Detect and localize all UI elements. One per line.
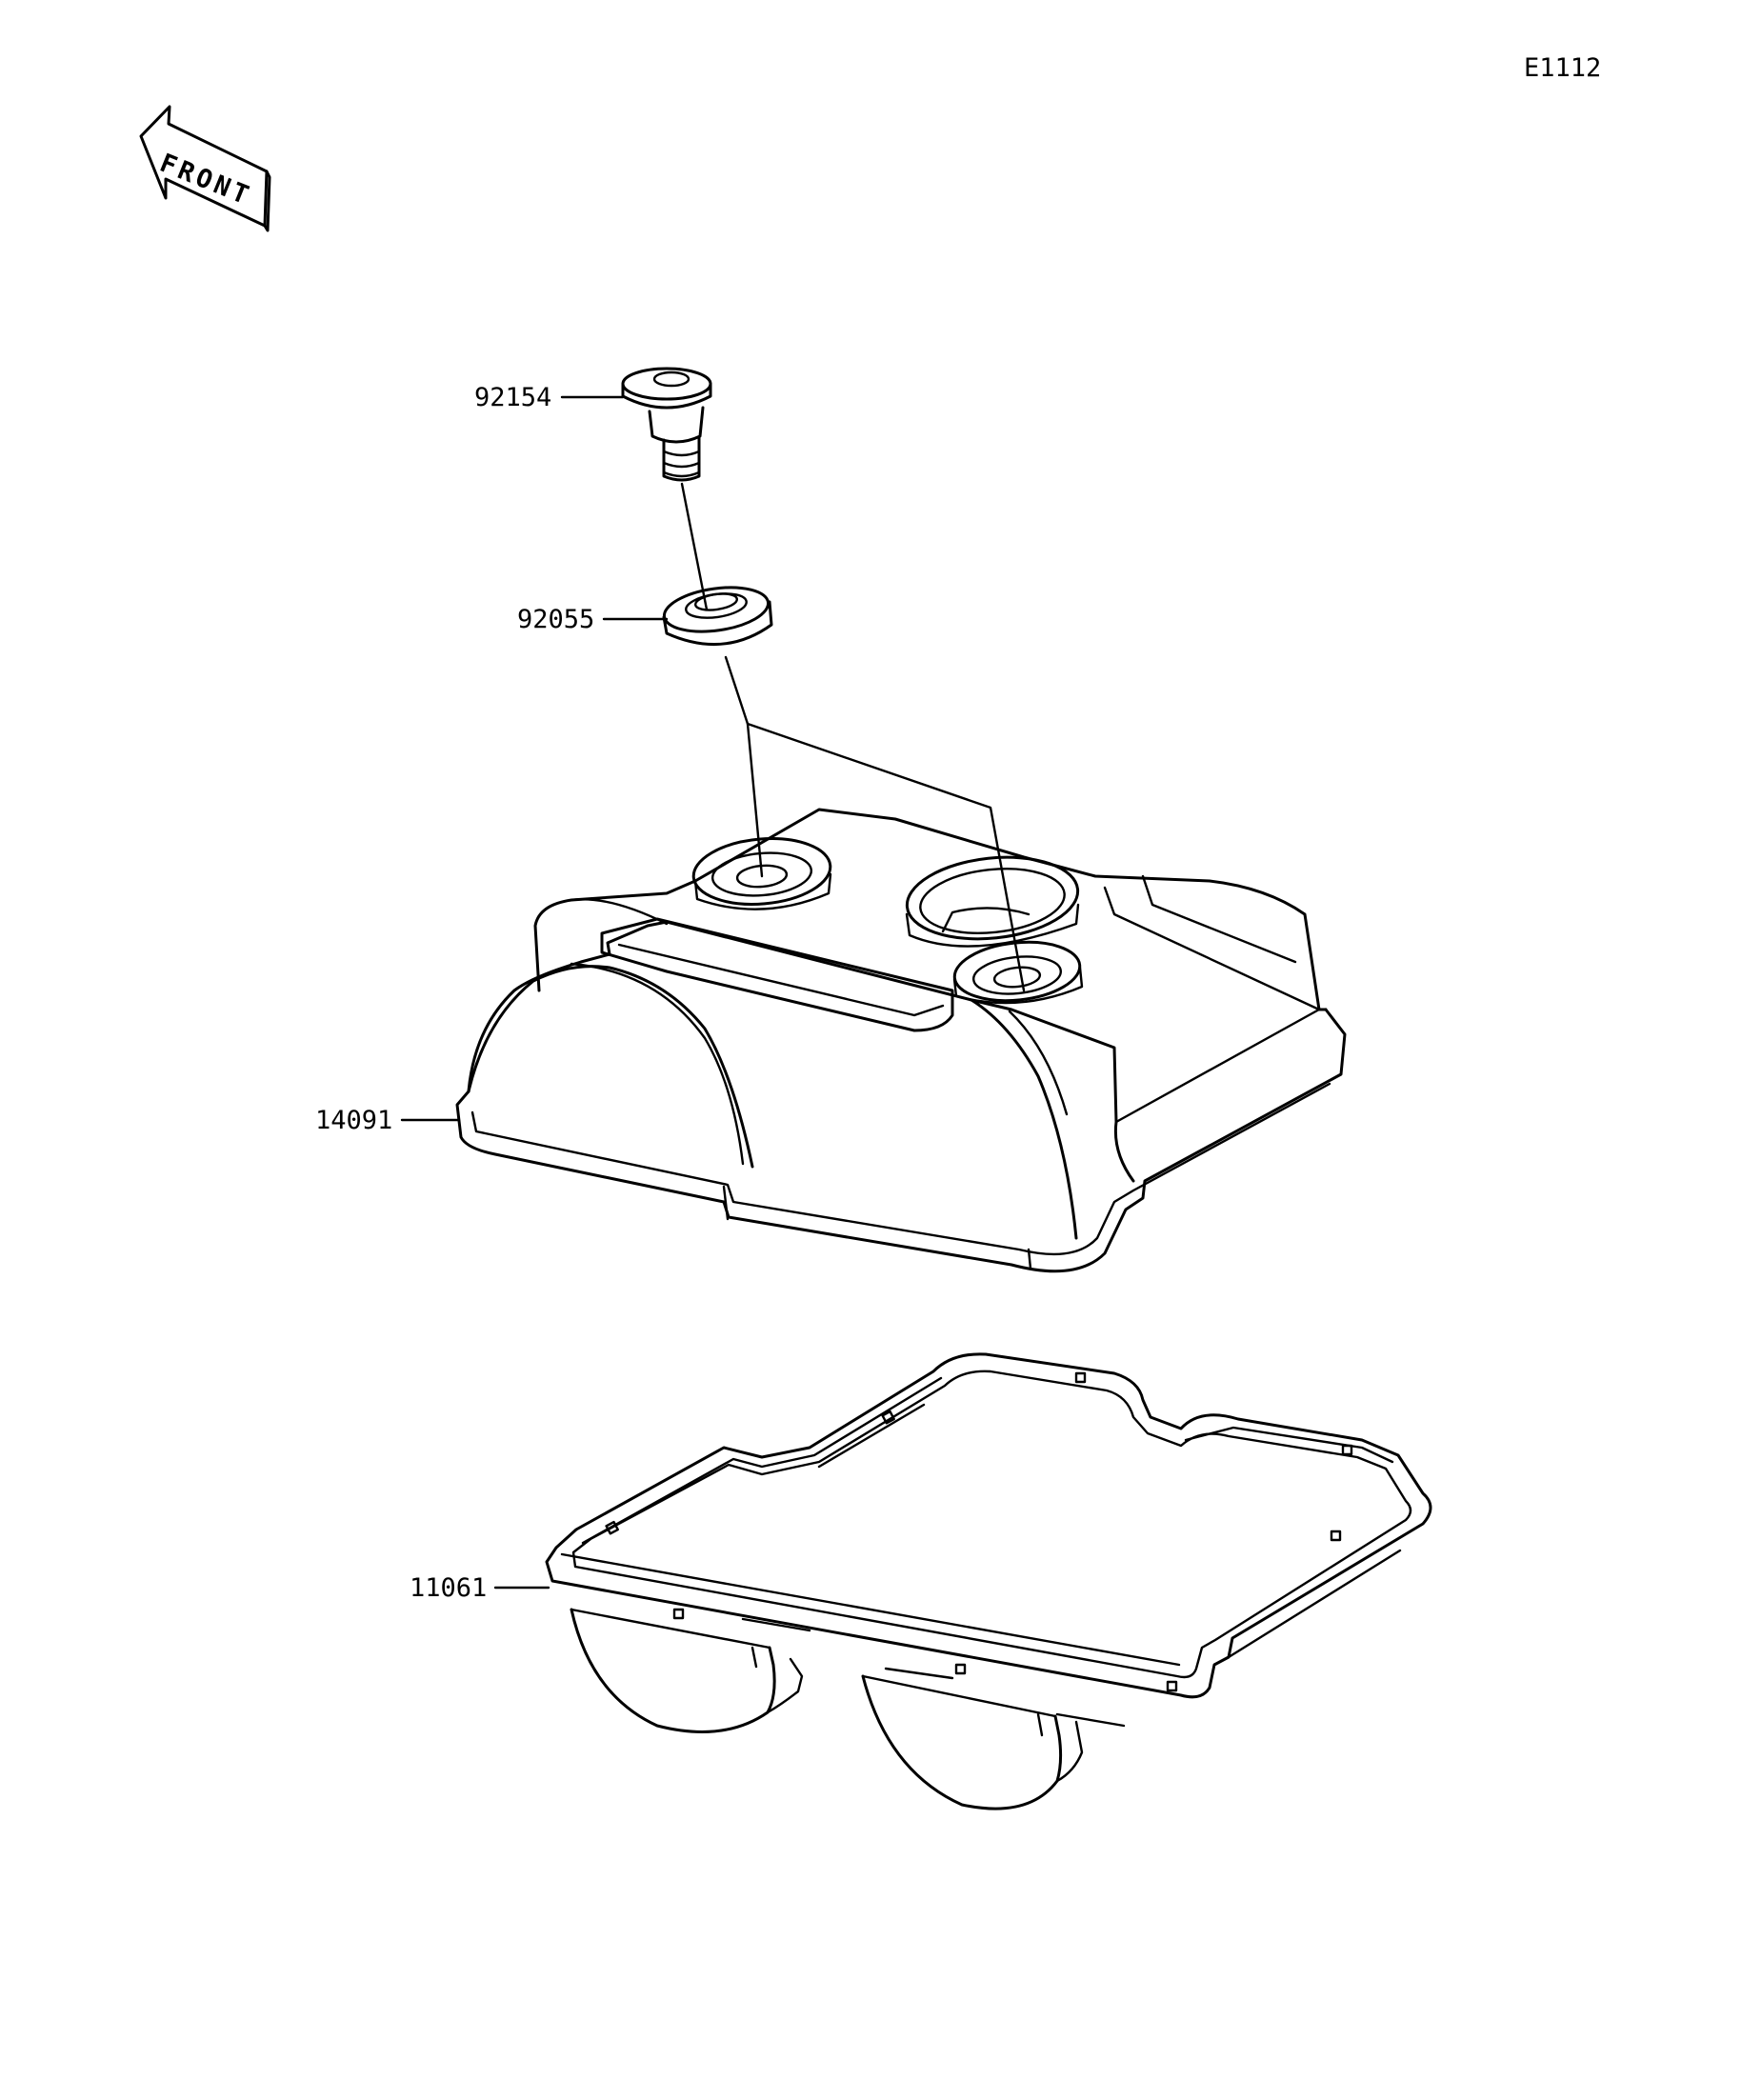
callout-washer: 92055	[517, 605, 669, 634]
assembly-axis-line-2	[724, 655, 1026, 992]
callout-cylinder-head-cover: 14091	[315, 1106, 461, 1135]
cylinder-head-cover-part	[455, 808, 1347, 1273]
washer-part	[662, 586, 773, 647]
front-arrow-icon: FRONT	[139, 105, 271, 232]
bolt-part	[621, 367, 712, 482]
assembly-axis-line-3	[746, 722, 764, 878]
callout-number-gasket: 11061	[410, 1573, 487, 1603]
callout-gasket: 11061	[410, 1573, 550, 1603]
callout-number-bolt: 92154	[474, 383, 551, 412]
callout-number-cylinder-head-cover: 14091	[315, 1106, 392, 1135]
gasket-part	[545, 1352, 1432, 1810]
figure-code: E1112	[1524, 53, 1601, 83]
assembly-axis-line	[680, 482, 709, 611]
callout-number-washer: 92055	[517, 605, 594, 634]
callout-bolt: 92154	[474, 383, 625, 412]
